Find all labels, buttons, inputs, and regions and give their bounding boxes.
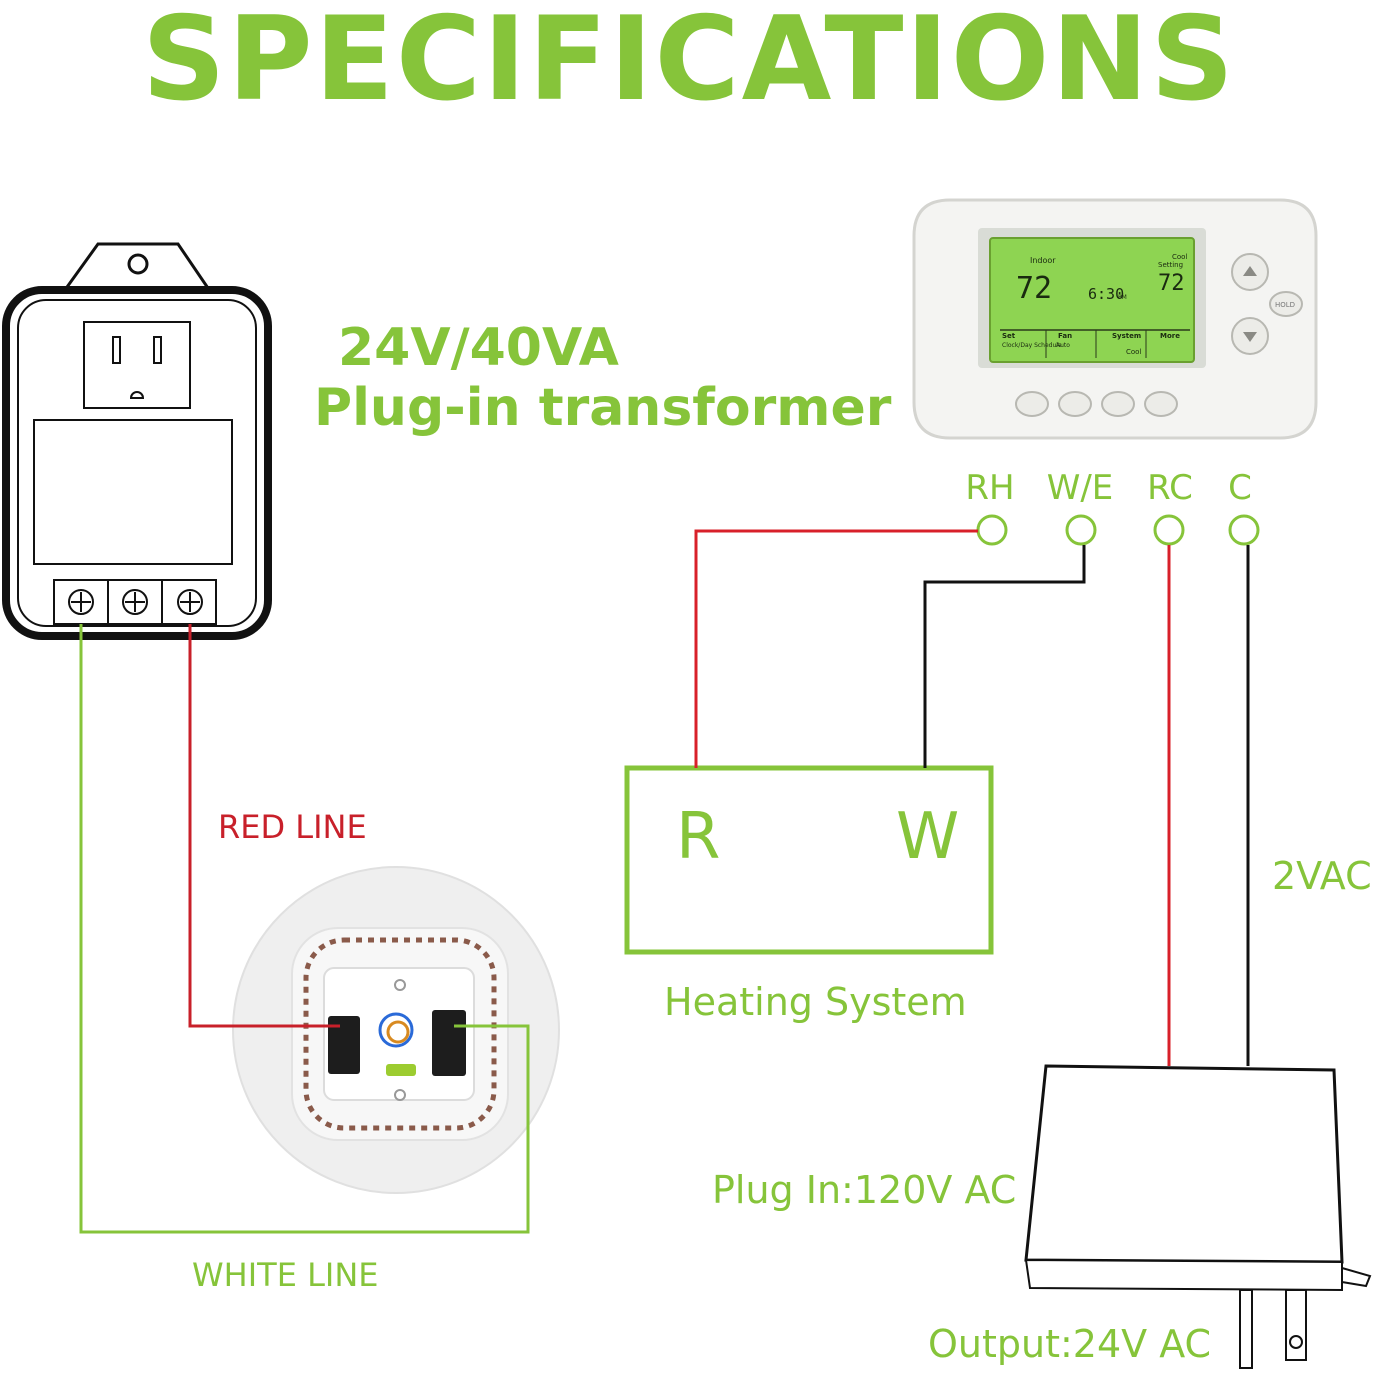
indoor-temp: 72	[1016, 271, 1052, 306]
terminal-rh-label: RH	[965, 468, 1015, 508]
menu-more: More	[1160, 332, 1180, 340]
clock-suffix: PM	[1118, 294, 1127, 301]
adapter-input-label: Plug In:120V AC	[712, 1168, 1017, 1212]
menu-fan: Fan	[1058, 332, 1072, 340]
transformer-type: Plug-in transformer	[314, 378, 892, 438]
indoor-label: Indoor	[1030, 256, 1056, 265]
transformer-rating: 24V/40VA	[338, 318, 619, 378]
voltage-label: 2VAC	[1272, 854, 1372, 898]
terminal-c-label: C	[1228, 468, 1252, 508]
terminal-strip	[432, 1010, 466, 1076]
down-arrow-icon	[1243, 332, 1257, 342]
terminal-rh-icon	[976, 514, 1008, 546]
mount-hole-icon	[127, 253, 149, 275]
terminal-c-icon	[1228, 514, 1260, 546]
terminal-strip	[328, 1016, 360, 1074]
terminal-rc-label: RC	[1147, 468, 1193, 508]
soft-key-button[interactable]	[1015, 391, 1049, 417]
soft-key-button[interactable]	[1058, 391, 1092, 417]
heating-system-box	[624, 765, 994, 955]
menu-fan-sub: Auto	[1056, 342, 1070, 349]
level-bubble-icon	[386, 1064, 416, 1076]
setting-temp: 72	[1158, 271, 1185, 296]
plugin-transformer	[2, 242, 272, 640]
heating-terminal-w: W	[896, 800, 960, 874]
menu-system: System	[1112, 332, 1141, 340]
menu-system-sub: Cool	[1126, 348, 1141, 356]
mode-label: Cool	[1172, 253, 1187, 261]
terminal-rc-icon	[1153, 514, 1185, 546]
terminal-we-label: W/E	[1046, 468, 1114, 508]
soft-key-button[interactable]	[1101, 391, 1135, 417]
lcd-screen	[989, 237, 1195, 363]
wall-adapter	[1024, 1064, 1372, 1369]
hold-button[interactable]	[1269, 291, 1303, 317]
up-arrow-icon	[1243, 266, 1257, 276]
hold-label: HOLD	[1275, 301, 1295, 309]
white-line-wire	[79, 624, 530, 1234]
plug-prong-icon	[1239, 1289, 1253, 1369]
terminal-we-icon	[1065, 514, 1097, 546]
rh-to-r-wire	[694, 529, 978, 768]
soft-key-button[interactable]	[1144, 391, 1178, 417]
heating-terminal-r: R	[676, 800, 721, 874]
plug-prong-icon	[1285, 1289, 1307, 1361]
setting-label: Setting	[1158, 261, 1183, 269]
label-panel	[33, 419, 233, 565]
clock-time: 6:30	[1088, 285, 1124, 303]
red-line-wire	[188, 624, 340, 1028]
we-to-w-wire	[923, 545, 1086, 768]
smart-thermostat-base	[232, 866, 560, 1194]
menu-set-sub: Clock/Day Schedule	[1002, 342, 1062, 349]
adapter-output-label: Output:24V AC	[928, 1322, 1212, 1366]
heating-system-label: Heating System	[664, 980, 967, 1024]
red-line-label: RED LINE	[218, 808, 367, 846]
page-title: SPECIFICATIONS	[142, 0, 1236, 127]
menu-set: Set	[1002, 332, 1016, 340]
white-line-label: WHITE LINE	[192, 1256, 379, 1294]
programmable-thermostat: Indoor 72 6:30 PM Cool Setting 72 HOLD S…	[912, 198, 1318, 440]
